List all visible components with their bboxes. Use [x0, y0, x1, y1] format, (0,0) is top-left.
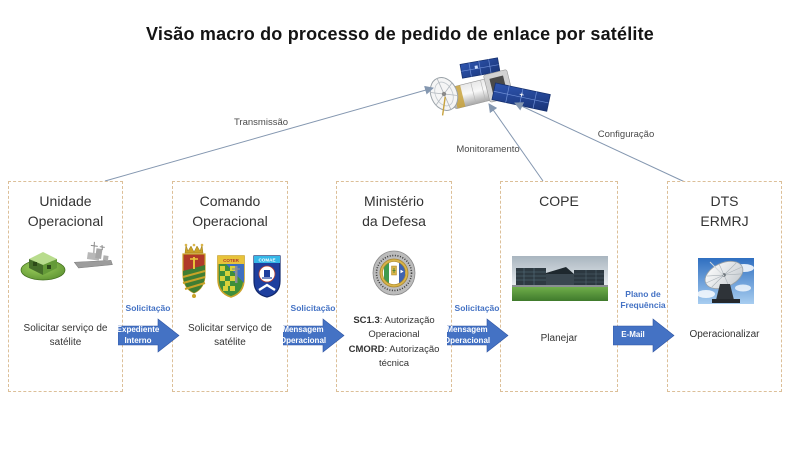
satellite-top-panel [459, 57, 501, 79]
page-title: Visão macro do processo de pedido de enl… [145, 24, 655, 44]
stage-unidade-operacional: Unidade Operacional [8, 181, 123, 392]
dish-photo [698, 258, 754, 304]
flow-label-1: Solicitação [125, 303, 171, 313]
flow-label-3: Solicitação [454, 303, 500, 313]
stage-title-line1: Unidade [39, 193, 92, 209]
stage-title: COPE [501, 191, 617, 211]
satellite-dish [429, 77, 459, 116]
flow-label-2: Solicitação [290, 303, 336, 313]
stage-cope: COPE [500, 181, 618, 392]
crest-coter: COTER [215, 253, 247, 299]
crest-comae-text: COMAE [258, 257, 275, 262]
stage-title: Ministério da Defesa [337, 191, 451, 232]
stage-title-line1: DTS [710, 193, 739, 209]
md-seal [372, 250, 416, 296]
stage-title: Unidade Operacional [9, 191, 122, 232]
stage-action: Operacionalizar [689, 329, 760, 340]
link-label-transmissao: Transmissão [233, 117, 289, 128]
flow-arrow-2 [283, 318, 345, 353]
stage-title-line1: Comando [199, 193, 261, 209]
auth-line-1: SC1.3: Autorização [353, 315, 435, 326]
warship-image [73, 239, 115, 275]
cope-building-photo [512, 256, 608, 301]
auth-line-2: Operacional [368, 329, 420, 341]
stage-action: Solicitar serviço de satélite [188, 323, 272, 348]
stage-title-line1: Ministério [364, 193, 424, 209]
crest-coter-text: COTER [223, 258, 240, 263]
satellite-right-panel [491, 82, 551, 112]
stage-action: Solicitar serviço de satélite [23, 323, 108, 348]
stage-title-line2: Operacional [27, 213, 104, 230]
satellite-image [423, 53, 568, 138]
stage-dts-ermrj: DTS ERMRJ [667, 181, 782, 392]
stage-title: DTS ERMRJ [668, 191, 781, 232]
link-label-monitoramento: Monitoramento [456, 144, 520, 155]
stage-title-line2: da Defesa [362, 213, 426, 230]
link-label-configuracao: Configuração [597, 129, 655, 140]
crest-naval [179, 241, 209, 299]
flow-arrow-3 [447, 318, 509, 353]
auth-line-4: técnica [378, 357, 410, 369]
transmission-line [104, 85, 434, 182]
stage-title: Comando Operacional [173, 191, 287, 232]
stage-ministerio-da-defesa: Ministério da Defesa SC1.3: [336, 181, 452, 392]
tank-image [19, 244, 67, 282]
stage-comando-operacional: Comando Operacional COTER [172, 181, 288, 392]
auth-line-3: CMORD: Autorização [348, 343, 440, 355]
flow-arrow-4 [613, 318, 675, 353]
flow-arrow-4-text: E-Mail [621, 330, 645, 340]
stage-title-line2: Operacional [192, 213, 268, 230]
stage-action: SC1.3: Autorização Operacional CMORD: Au… [337, 314, 451, 371]
stage-title-line1: COPE [539, 193, 579, 209]
crest-comae: COMAE [251, 253, 283, 299]
flow-arrow-1 [118, 318, 180, 353]
stage-title-line2: ERMRJ [700, 213, 749, 230]
stage-action: Planejar [540, 333, 578, 344]
